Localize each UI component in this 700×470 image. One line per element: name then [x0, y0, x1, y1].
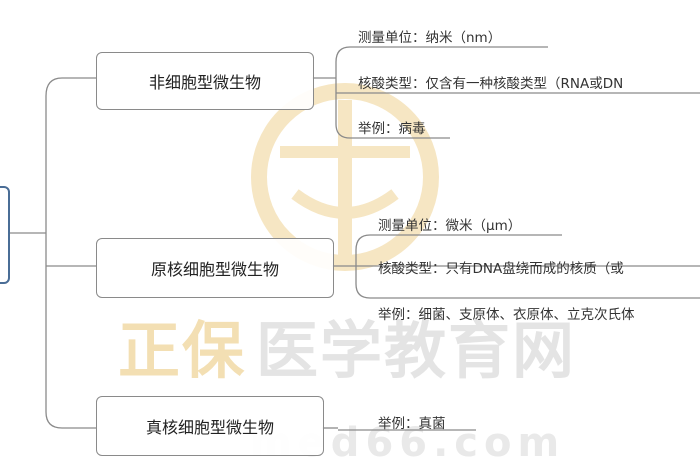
root-node[interactable]: [0, 186, 10, 284]
leaf-prokaryotic-nucleic: 核酸类型：只有DNA盘绕而成的核质（或: [378, 261, 624, 277]
branch-node-acellular[interactable]: 非细胞型微生物: [96, 52, 314, 110]
watermark-brand-cn2: 医学教育网: [256, 314, 577, 387]
branch-node-prokaryotic[interactable]: 原核细胞型微生物: [96, 238, 334, 298]
watermark-brand-cn: 正保: [118, 314, 247, 387]
watermark-logo-icon: [251, 83, 439, 271]
leaf-acellular-unit: 测量单位：纳米（nm）: [358, 30, 502, 46]
watermark-brand: 正保医学教育网: [118, 300, 576, 390]
leaf-acellular-nucleic: 核酸类型：仅含有一种核酸类型（RNA或DN: [358, 76, 624, 92]
leaf-eukaryotic-example: 举例：真菌: [378, 416, 446, 432]
branch-node-eukaryotic[interactable]: 真核细胞型微生物: [96, 396, 324, 456]
leaf-prokaryotic-unit: 测量单位：微米（μm）: [378, 218, 522, 234]
leaf-prokaryotic-example: 举例：细菌、支原体、衣原体、立克次氏体: [378, 307, 635, 323]
leaf-acellular-example: 举例：病毒: [358, 121, 426, 137]
